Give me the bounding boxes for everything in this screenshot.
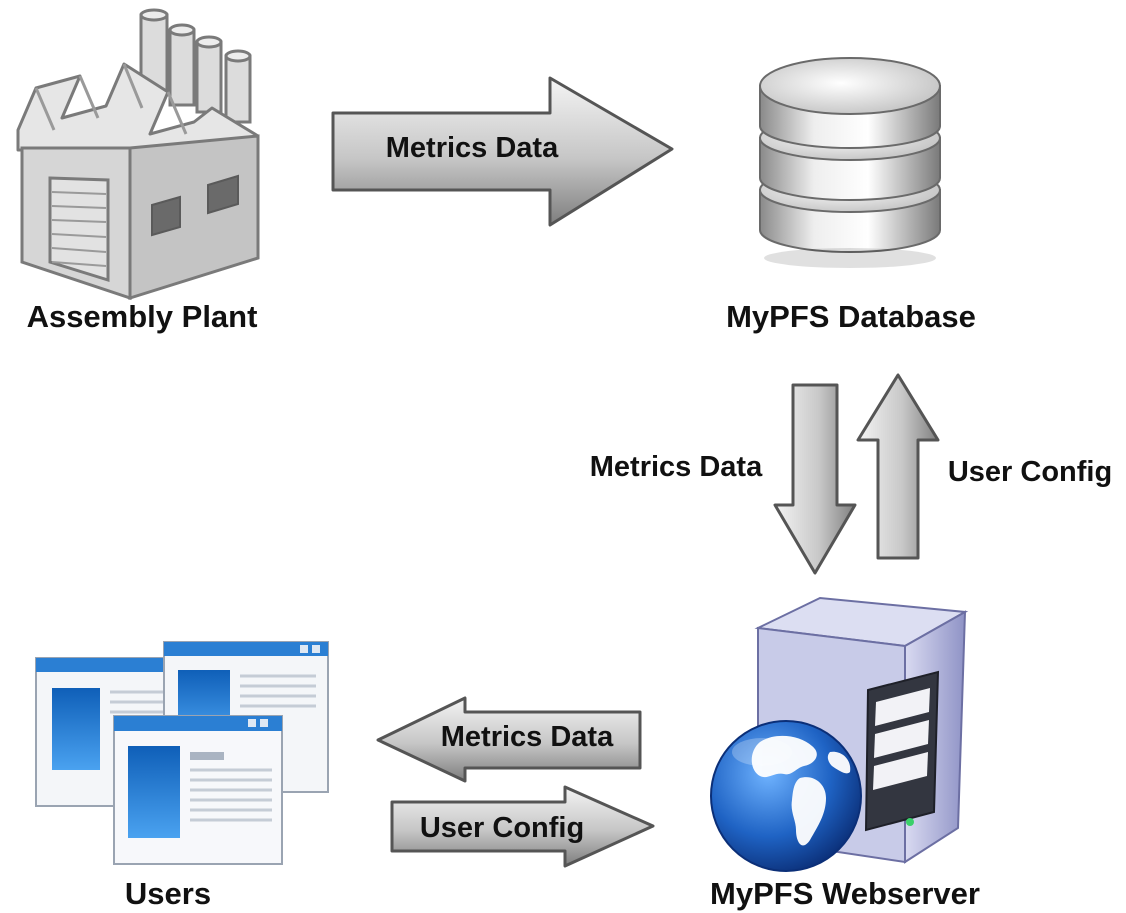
mypfs-database-label: MyPFS Database [726, 299, 976, 334]
edge-label-plant-database: Metrics Data [386, 132, 559, 164]
mypfs-webserver-label: MyPFS Webserver [710, 876, 980, 911]
arrow-webserver-to-users [376, 696, 642, 783]
browser-windows-icon [35, 641, 329, 865]
edge-label-database-webserver: Metrics Data [590, 451, 763, 483]
arrow-database-to-webserver [773, 383, 857, 575]
arrow-users-to-webserver [390, 785, 655, 868]
edge-label-users-webserver: User Config [420, 812, 584, 844]
arrow-webserver-to-database [856, 373, 940, 560]
server-globe-icon [710, 596, 969, 872]
edge-label-webserver-database: User Config [948, 456, 1112, 488]
assembly-plant-label: Assembly Plant [27, 299, 258, 334]
factory-icon [16, 8, 260, 301]
arrow-plant-to-database [331, 76, 674, 227]
edge-label-webserver-users: Metrics Data [441, 721, 614, 753]
database-icon [759, 57, 941, 268]
users-label: Users [125, 876, 211, 911]
